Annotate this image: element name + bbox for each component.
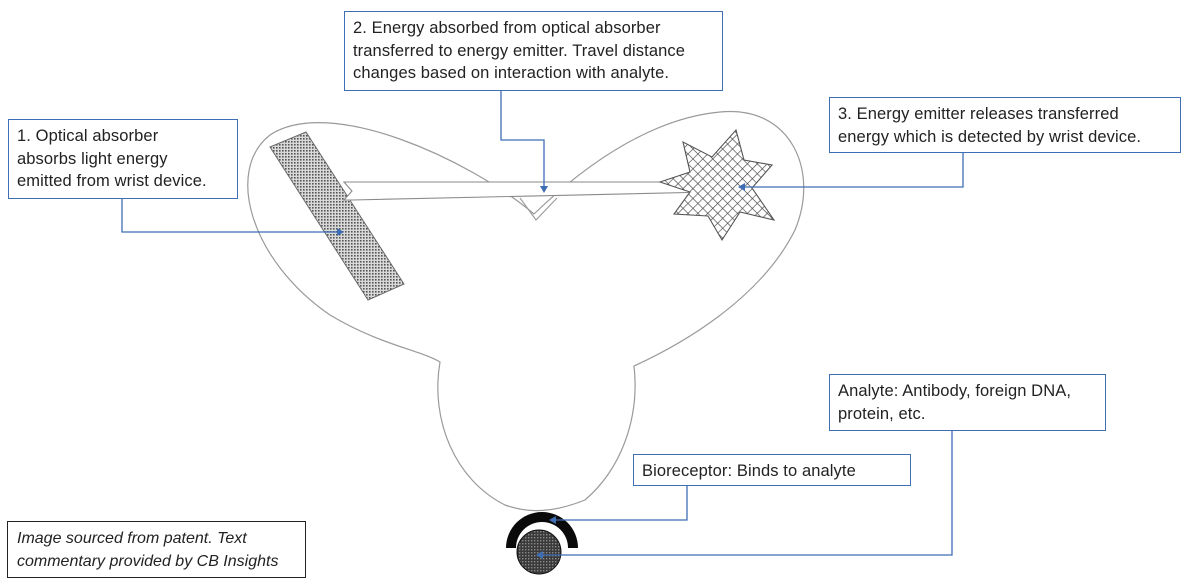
leader-absorber xyxy=(121,198,337,233)
energy-emitter-star xyxy=(658,128,776,242)
callout-energy-transfer: 2. Energy absorbed from optical absorber… xyxy=(344,11,723,91)
analyte-sphere xyxy=(516,529,562,575)
optical-absorber xyxy=(269,131,405,301)
callout-optical-absorber: 1. Optical absorber absorbs light energy… xyxy=(8,119,238,199)
molecule-notch xyxy=(519,197,558,221)
leader-analyte xyxy=(540,430,953,556)
molecule-outline xyxy=(247,110,805,512)
bioreceptor-cap xyxy=(506,512,578,548)
leader-emitter xyxy=(742,152,964,188)
callout-bioreceptor: Bioreceptor: Binds to analyte xyxy=(633,454,911,486)
leader-arrowheads xyxy=(337,183,745,559)
callout-energy-emitter: 3. Energy emitter releases transferred e… xyxy=(829,97,1181,153)
source-note: Image sourced from patent. Text commenta… xyxy=(7,521,306,578)
leader-transfer xyxy=(500,90,545,188)
leader-lines xyxy=(121,90,964,556)
leader-bioreceptor xyxy=(556,484,688,521)
callout-analyte: Analyte: Antibody, foreign DNA, protein,… xyxy=(829,374,1106,431)
